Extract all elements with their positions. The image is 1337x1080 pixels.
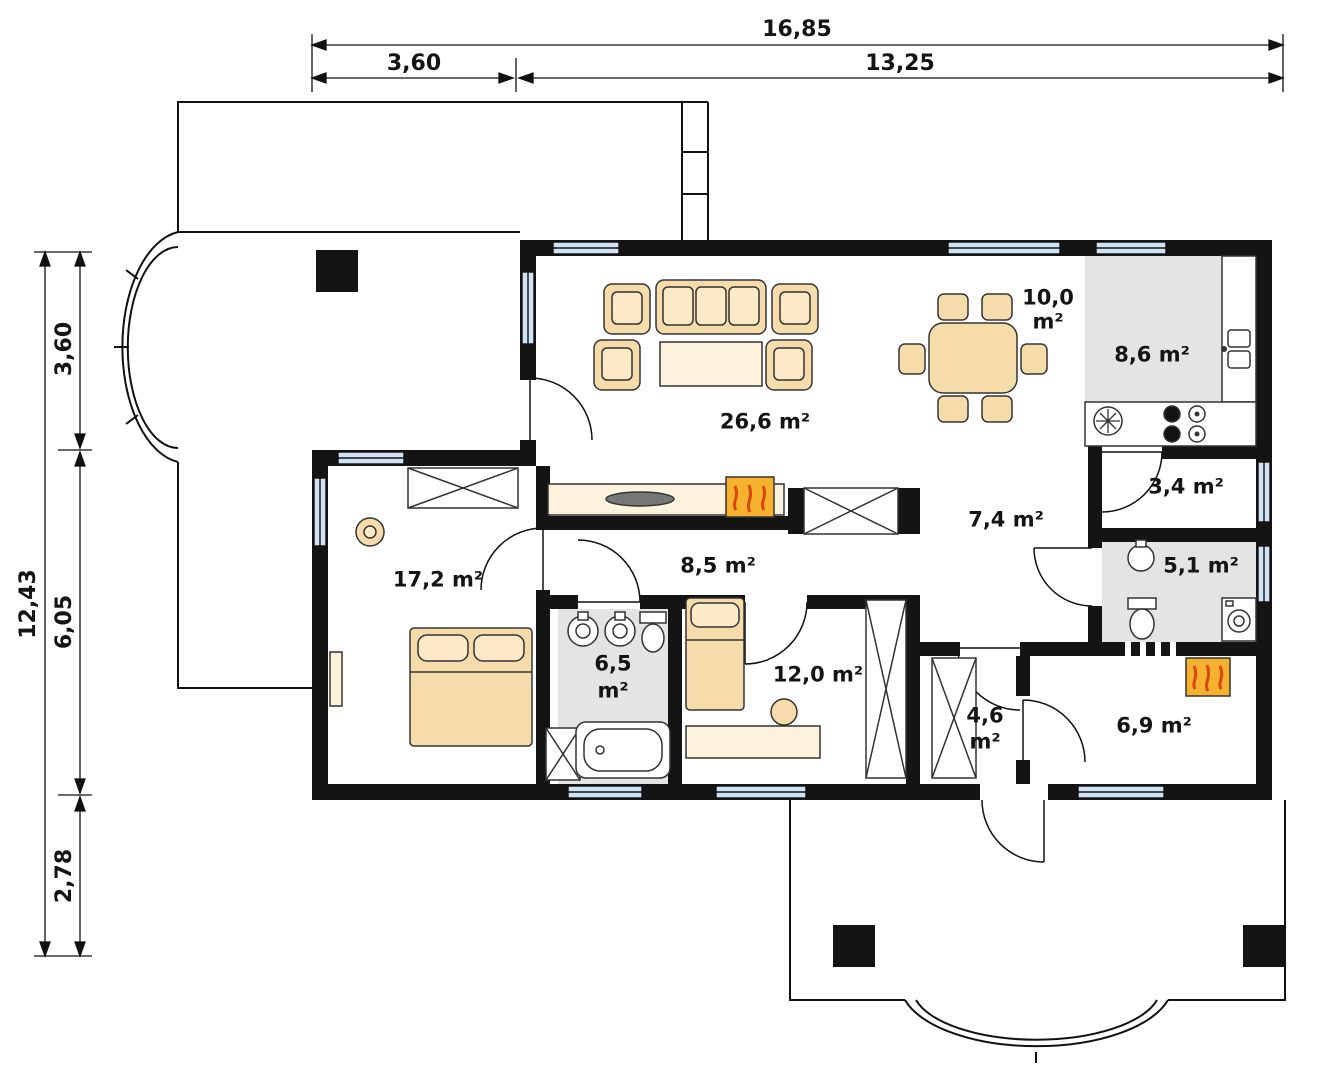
fireplace-icon: [725, 476, 775, 518]
doors: [480, 377, 1163, 863]
vent-grill: [1146, 642, 1155, 656]
coffee-table: [659, 341, 763, 387]
kitchen-counter: [1221, 255, 1257, 403]
terrace-pillar-left: [833, 925, 875, 967]
radiator: [329, 651, 343, 707]
pillow: [417, 634, 469, 662]
pillar: [316, 250, 358, 292]
room-label-hall: 7,4 m²: [968, 507, 1044, 532]
kitchen-sink: [1227, 350, 1251, 369]
desk: [685, 725, 821, 759]
kitchen-sink: [1227, 329, 1251, 348]
room-label-dining: 10,0: [1022, 285, 1074, 310]
pillow: [690, 602, 740, 628]
room-label-bedroom-2: 12,0 m²: [772, 662, 864, 687]
vent-grill: [1176, 642, 1185, 656]
dim-top-right: 13,25: [865, 51, 935, 76]
terrace-bottom-right: [789, 800, 1286, 1063]
dining-chair: [981, 293, 1013, 321]
room-label-wardrobe: 4,6: [966, 703, 1004, 728]
dining-chair: [898, 343, 926, 375]
dining-chair: [981, 395, 1013, 423]
room-label-kitchen: 8,6 m²: [1114, 342, 1190, 367]
dining-chair: [1020, 343, 1048, 375]
tv: [605, 491, 675, 507]
room-label-bedroom-1: 17,2 m²: [392, 567, 484, 592]
room-label-dining-unit: m²: [1032, 309, 1064, 334]
room-label-corridor: 8,5 m²: [680, 553, 756, 578]
room-label-pantry: 3,4 m²: [1148, 474, 1224, 499]
dining-chair: [937, 395, 969, 423]
room-label-bathroom: 6,5: [594, 651, 632, 676]
vent-grill: [1131, 642, 1140, 656]
dining-table: [928, 322, 1018, 394]
dining-chair: [937, 293, 969, 321]
wardrobe-crossed: [407, 467, 977, 781]
dim-side-middle: 6,05: [52, 594, 77, 650]
pillow: [473, 634, 525, 662]
windows: [313, 241, 1271, 799]
stool: [770, 698, 798, 726]
stove-burner: [1163, 425, 1181, 443]
room-label-bathroom-unit: m²: [597, 678, 629, 703]
dimension-lines: [34, 34, 1285, 958]
fireplace-icon: [1185, 657, 1231, 697]
room-label-utility: 6,9 m²: [1116, 713, 1192, 738]
dim-top-left: 3,60: [386, 51, 442, 76]
toilet: [1127, 597, 1157, 640]
bathtub: [575, 721, 671, 779]
stove-burner: [1163, 405, 1181, 423]
terrace-pillar-right: [1243, 925, 1285, 967]
dim-side-top: 3,60: [52, 321, 77, 377]
vent-grill: [1116, 642, 1125, 656]
toilet: [639, 611, 667, 653]
terrace-top-left: [114, 101, 709, 689]
furniture: [329, 255, 1257, 781]
room-label-toilet: 5,1 m²: [1163, 553, 1239, 578]
room-label-wardrobe-unit: m²: [969, 729, 1001, 754]
dim-top-total: 16,85: [762, 17, 832, 42]
room-label-living-room: 26,6 m²: [719, 409, 811, 434]
dim-side-bottom: 2,78: [52, 848, 77, 904]
dim-side-total: 12,43: [16, 569, 41, 639]
washing-machine: [1221, 597, 1257, 642]
vent-grill: [1161, 642, 1170, 656]
kitchen-fan-icon: [1093, 406, 1123, 436]
sink: [1127, 539, 1155, 572]
